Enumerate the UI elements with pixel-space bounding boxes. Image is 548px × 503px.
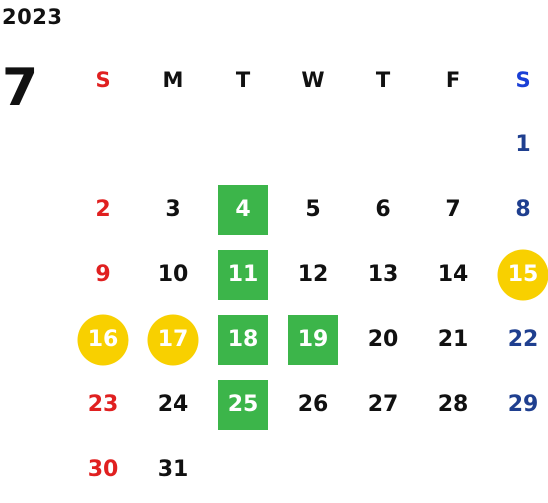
- day-cell-15[interactable]: 15: [488, 242, 548, 307]
- day-cell-22[interactable]: 22: [488, 307, 548, 372]
- day-number: 25: [227, 392, 259, 417]
- day-number: 4: [235, 197, 251, 222]
- day-number: 16: [87, 327, 119, 352]
- day-cell-12[interactable]: 12: [278, 242, 348, 307]
- day-number: 2: [95, 197, 111, 222]
- day-cell-26[interactable]: 26: [278, 372, 348, 437]
- day-number: 23: [87, 392, 119, 417]
- day-cell-1[interactable]: 1: [488, 112, 548, 177]
- day-cell-27[interactable]: 27: [348, 372, 418, 437]
- yellow-circle-highlight: [147, 314, 199, 365]
- day-number: 13: [367, 262, 399, 287]
- day-number: 9: [95, 262, 111, 287]
- day-number: 26: [297, 392, 329, 417]
- day-number: 10: [157, 262, 189, 287]
- day-cell-14[interactable]: 14: [418, 242, 488, 307]
- day-cell-4[interactable]: 4: [208, 177, 278, 242]
- day-number: 30: [87, 457, 119, 482]
- weekday-header-wed: W: [301, 68, 325, 92]
- day-number: 11: [227, 262, 259, 287]
- day-cell-16[interactable]: 16: [68, 307, 138, 372]
- green-square-highlight: [218, 184, 268, 235]
- day-cell-25[interactable]: 25: [208, 372, 278, 437]
- day-number: 8: [515, 197, 531, 222]
- green-square-highlight: [288, 314, 338, 365]
- day-cell-20[interactable]: 20: [348, 307, 418, 372]
- weekday-header-mon: M: [162, 68, 184, 92]
- day-number: 7: [445, 197, 461, 222]
- weekday-header-thu: T: [375, 68, 391, 92]
- day-cell-18[interactable]: 18: [208, 307, 278, 372]
- day-number: 15: [507, 262, 539, 287]
- day-cell-21[interactable]: 21: [418, 307, 488, 372]
- day-number: 3: [165, 197, 181, 222]
- day-number: 27: [367, 392, 399, 417]
- calendar-month: 7: [2, 58, 39, 118]
- day-cell-23[interactable]: 23: [68, 372, 138, 437]
- day-cell-8[interactable]: 8: [488, 177, 548, 242]
- day-cell-29[interactable]: 29: [488, 372, 548, 437]
- day-number: 31: [157, 457, 189, 482]
- day-cell-7[interactable]: 7: [418, 177, 488, 242]
- day-number: 1: [515, 132, 531, 157]
- day-number: 17: [157, 327, 189, 352]
- calendar-year: 2023: [2, 5, 63, 29]
- day-number: 12: [297, 262, 329, 287]
- day-cell-24[interactable]: 24: [138, 372, 208, 437]
- day-number: 28: [437, 392, 469, 417]
- weekday-header-fri: F: [445, 68, 461, 92]
- weekday-header-sat: S: [515, 68, 531, 92]
- day-cell-17[interactable]: 17: [138, 307, 208, 372]
- day-cell-30[interactable]: 30: [68, 437, 138, 502]
- day-cell-19[interactable]: 19: [278, 307, 348, 372]
- day-cell-3[interactable]: 3: [138, 177, 208, 242]
- day-number: 5: [305, 197, 321, 222]
- day-cell-10[interactable]: 10: [138, 242, 208, 307]
- day-cell-11[interactable]: 11: [208, 242, 278, 307]
- day-cell-5[interactable]: 5: [278, 177, 348, 242]
- weekday-header-sun: S: [95, 68, 111, 92]
- day-cell-2[interactable]: 2: [68, 177, 138, 242]
- weekday-header-tue: T: [235, 68, 251, 92]
- green-square-highlight: [218, 249, 268, 300]
- day-cell-13[interactable]: 13: [348, 242, 418, 307]
- day-number: 21: [437, 327, 469, 352]
- day-number: 6: [375, 197, 391, 222]
- day-cell-31[interactable]: 31: [138, 437, 208, 502]
- day-cell-9[interactable]: 9: [68, 242, 138, 307]
- day-number: 20: [367, 327, 399, 352]
- day-number: 29: [507, 392, 539, 417]
- yellow-circle-highlight: [497, 249, 548, 300]
- green-square-highlight: [218, 314, 268, 365]
- day-number: 22: [507, 327, 539, 352]
- day-number: 18: [227, 327, 259, 352]
- day-cell-6[interactable]: 6: [348, 177, 418, 242]
- green-square-highlight: [218, 379, 268, 430]
- day-number: 24: [157, 392, 189, 417]
- day-number: 19: [297, 327, 329, 352]
- day-number: 14: [437, 262, 469, 287]
- day-cell-28[interactable]: 28: [418, 372, 488, 437]
- yellow-circle-highlight: [77, 314, 129, 365]
